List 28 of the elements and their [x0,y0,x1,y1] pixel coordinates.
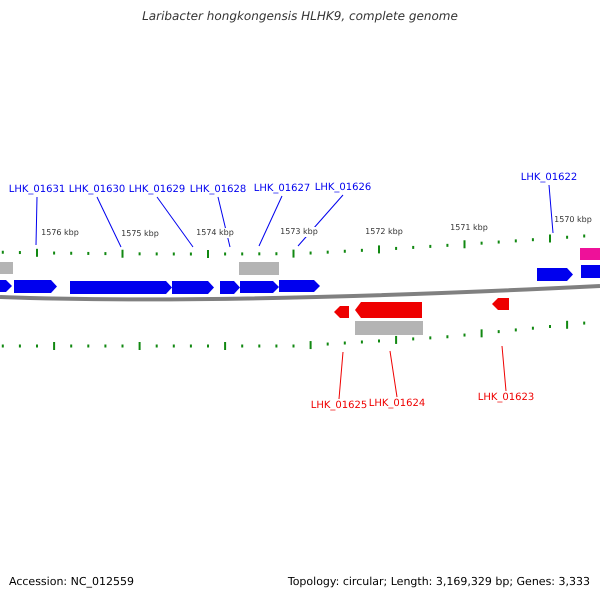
scale-label: 1572 kbp [365,227,403,237]
scale-label: 1571 kbp [450,223,488,233]
accession-label: Accession: NC_012559 [9,575,134,588]
gene-label: LHK_01629 [128,184,186,196]
gene-label: LHK_01626 [314,182,372,194]
leader-line [96,196,122,248]
scale-label: 1575 kbp [121,229,159,239]
leader-line [338,352,344,400]
leader-line [258,196,282,246]
leader-line [548,184,554,234]
map-title: Laribacter hongkongensis HLHK9, complete genome [141,10,459,22]
gene-label: LHK_01623 [478,392,534,404]
leader-line [390,350,398,398]
gene-label: LHK_01624 [368,398,426,410]
scale-label: 1570 kbp [554,215,592,225]
gene-label: LHK_01622 [520,172,578,184]
leader-line [36,196,38,246]
gene-label: LHK_01625 [310,400,368,412]
gene-label: LHK_01631 [8,184,66,196]
scale-label: 1576 kbp [41,228,79,238]
gene-label: LHK_01630 [68,184,126,196]
scale-label: 1573 kbp [280,227,318,237]
genome-stats: Topology: circular; Length: 3,169,329 bp; Genes: 3,333 [288,575,590,588]
scale-label: 1574 kbp [196,228,234,238]
leader-line [156,196,194,248]
gene-label: LHK_01628 [190,184,246,196]
gene-label: LHK_01627 [254,183,310,195]
leader-line [502,346,506,392]
